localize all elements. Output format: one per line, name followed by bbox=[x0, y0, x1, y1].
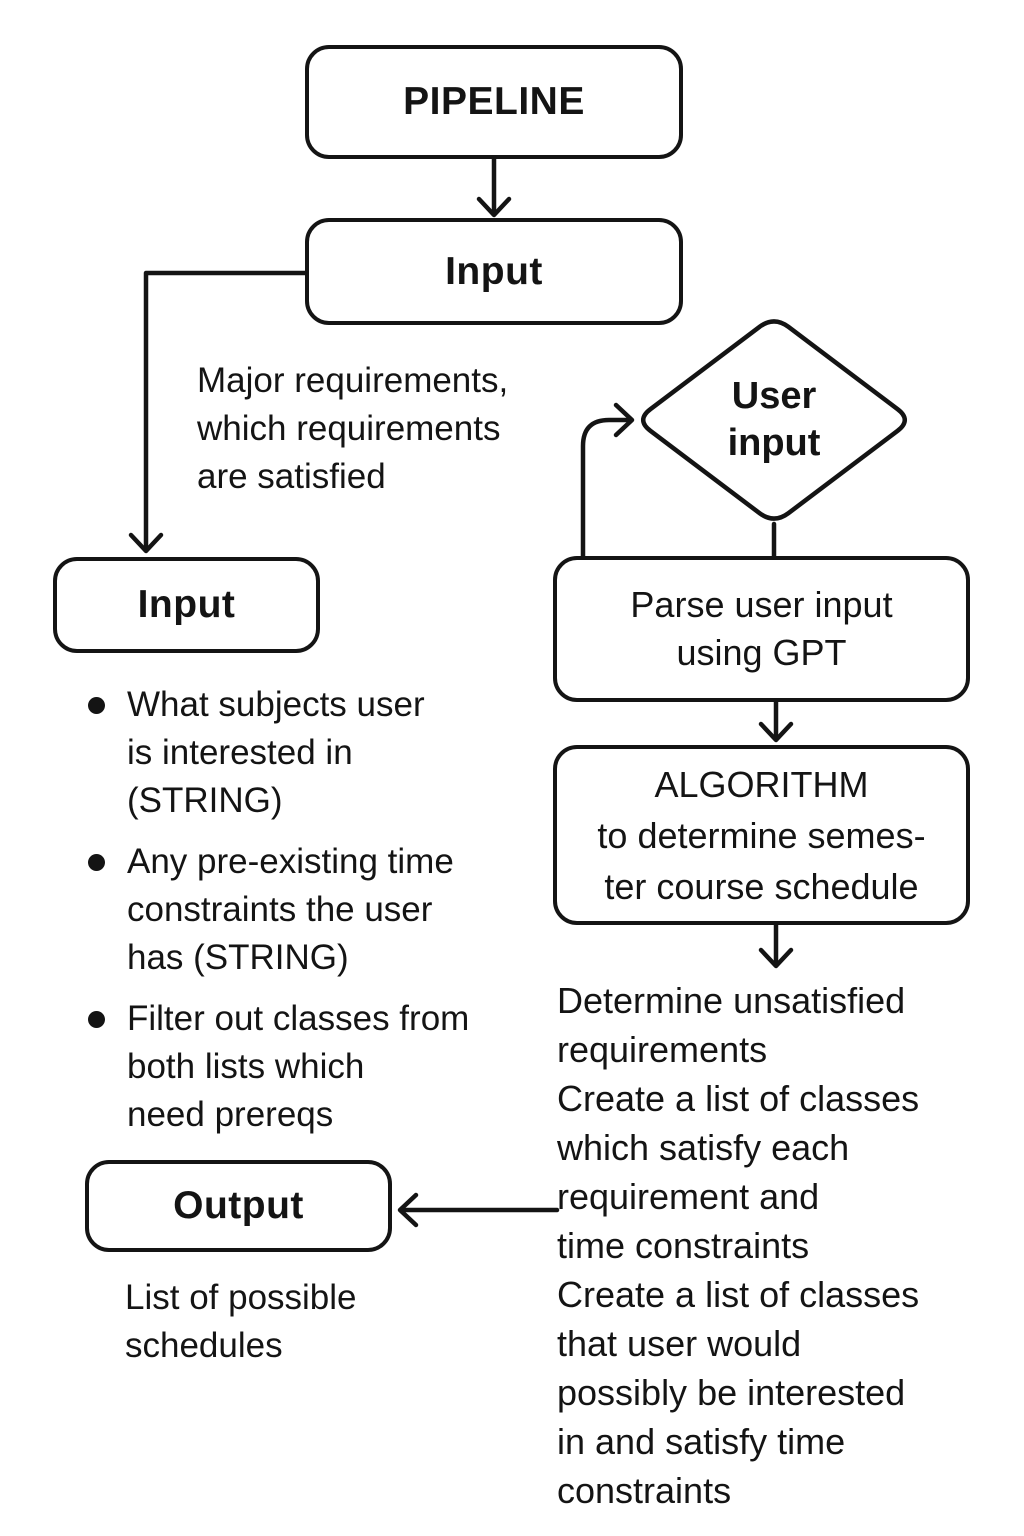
bullet-dot-icon bbox=[88, 1011, 105, 1028]
output-node: Output bbox=[85, 1160, 392, 1252]
bullet-item-filter: Filter out classes from both lists which… bbox=[88, 995, 548, 1139]
algorithm-node: ALGORITHM to determine semes- ter course… bbox=[553, 745, 970, 925]
bullet-text-constraints: Any pre-existing time constraints the us… bbox=[127, 842, 454, 977]
arrow-pipeline-to-input-head bbox=[476, 196, 512, 218]
arrow-parse-to-algorithm-head bbox=[758, 721, 794, 743]
bullet-item-constraints: Any pre-existing time constraints the us… bbox=[88, 838, 548, 982]
parse-node: Parse user input using GPT bbox=[553, 556, 970, 702]
step-determine-requirements: Determine unsatisfied requirements bbox=[557, 980, 906, 1070]
loop-parse-to-user-input-line bbox=[580, 417, 630, 559]
input-left-bullet-list: What subjects user is interested in (STR… bbox=[88, 681, 548, 1152]
input-top-node: Input bbox=[305, 218, 683, 325]
algorithm-steps: Determine unsatisfied requirements Creat… bbox=[557, 976, 1019, 1515]
step-list-interest-classes: Create a list of classes that user would… bbox=[557, 1274, 920, 1511]
algorithm-node-label: ALGORITHM to determine semes- ter course… bbox=[597, 763, 926, 907]
connector-input-to-input-left-head bbox=[128, 532, 164, 554]
bullet-text-subjects: What subjects user is interested in (STR… bbox=[127, 685, 425, 820]
bullet-dot-icon bbox=[88, 854, 105, 871]
input-top-node-label: Input bbox=[445, 249, 543, 293]
output-note: List of possible schedules bbox=[125, 1278, 357, 1365]
input-top-note: Major requirements, which requirements a… bbox=[197, 361, 509, 496]
user-input-diamond bbox=[640, 319, 908, 521]
bullet-text-filter: Filter out classes from both lists which… bbox=[127, 999, 470, 1134]
step-list-satisfying-classes: Create a list of classes which satisfy e… bbox=[557, 1078, 920, 1266]
user-input-diamond-label: User input bbox=[727, 375, 821, 464]
input-left-node-label: Input bbox=[137, 583, 236, 626]
arrow-steps-to-output-head bbox=[397, 1192, 419, 1228]
bullet-item-subjects: What subjects user is interested in (STR… bbox=[88, 681, 548, 825]
output-node-label: Output bbox=[173, 1184, 304, 1227]
connector-input-to-input-left-line bbox=[143, 270, 308, 549]
loop-parse-to-user-input-head bbox=[613, 402, 635, 438]
arrow-algorithm-to-steps-head bbox=[758, 947, 794, 969]
pipeline-node: PIPELINE bbox=[305, 45, 683, 159]
bullet-dot-icon bbox=[88, 697, 105, 714]
parse-node-label: Parse user input using GPT bbox=[630, 584, 893, 673]
input-left-node: Input bbox=[53, 557, 320, 653]
pipeline-node-label: PIPELINE bbox=[403, 80, 585, 123]
